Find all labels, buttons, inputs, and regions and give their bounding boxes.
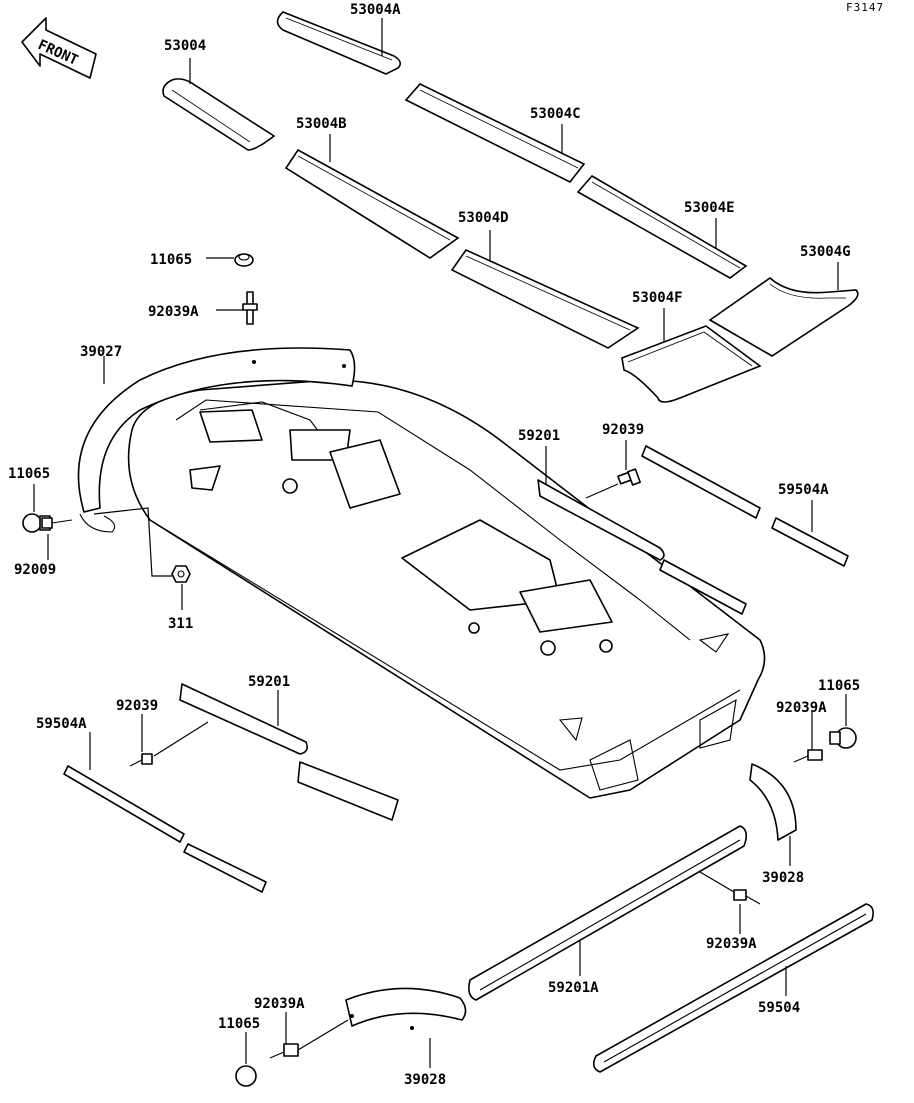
callout-59201A: 59201A <box>548 980 599 996</box>
callout-311: 311 <box>168 616 193 632</box>
callout-11065-left: 11065 <box>8 466 50 482</box>
callout-92039-left: 92039 <box>116 698 158 714</box>
rivet-92039-right <box>617 468 641 486</box>
rail-59201-right <box>537 479 747 615</box>
rail-59201-left <box>179 683 399 821</box>
mat-53004F <box>621 325 762 403</box>
rail-59504A-right <box>641 445 849 567</box>
leader-lines <box>33 18 847 1068</box>
rivet-92039A-mid <box>733 889 761 905</box>
callout-53004: 53004 <box>164 38 206 54</box>
mat-53004C <box>404 83 586 184</box>
callout-59504: 59504 <box>758 1000 800 1016</box>
callout-39028-right: 39028 <box>762 870 804 886</box>
rail-59201A <box>468 825 748 1001</box>
callout-53004E: 53004E <box>684 200 735 216</box>
cap-11065-right <box>829 727 857 749</box>
callout-11065-right: 11065 <box>818 678 860 694</box>
mat-53004E <box>576 174 748 279</box>
bumper-39028-bottom <box>345 987 467 1030</box>
callout-59504A-left: 59504A <box>36 716 87 732</box>
callout-11065-bottom: 11065 <box>218 1016 260 1032</box>
hull <box>127 379 766 799</box>
front-arrow-icon: FRONT <box>21 17 97 79</box>
callout-53004B: 53004B <box>296 116 347 132</box>
callout-53004F: 53004F <box>632 290 683 306</box>
mat-53004A <box>276 11 402 75</box>
callout-92039A-right: 92039A <box>776 700 827 716</box>
cap-11065-bottom <box>235 1065 257 1087</box>
callout-39027: 39027 <box>80 344 122 360</box>
callout-59504A-right: 59504A <box>778 482 829 498</box>
callout-53004C: 53004C <box>530 106 581 122</box>
rivet-92039A-right <box>793 749 823 763</box>
mat-53004 <box>162 78 276 151</box>
figure-code: F3147 <box>846 1 884 14</box>
callout-53004A: 53004A <box>350 2 401 18</box>
bumper-39027 <box>77 347 356 533</box>
nut-311 <box>171 565 191 583</box>
callout-92009: 92009 <box>14 562 56 578</box>
rail-59504A-left <box>63 765 267 893</box>
mat-53004D <box>450 248 640 349</box>
cap-11065-top <box>234 253 254 267</box>
callout-39028-bottom: 39028 <box>404 1072 446 1088</box>
callout-59201-left: 59201 <box>248 674 290 690</box>
callout-11065-top: 11065 <box>150 252 192 268</box>
callout-92039A-bottom: 92039A <box>254 996 305 1012</box>
callout-53004D: 53004D <box>458 210 509 226</box>
callout-92039A-mid: 92039A <box>706 936 757 952</box>
callout-92039A-top: 92039A <box>148 304 199 320</box>
mat-53004G <box>708 276 859 357</box>
callout-92039-right: 92039 <box>602 422 644 438</box>
rail-59504 <box>592 903 874 1073</box>
callout-53004G: 53004G <box>800 244 851 260</box>
rivet-92039A-top <box>242 291 258 325</box>
mat-53004B <box>284 148 460 259</box>
rivet-92039A-bottom <box>269 1043 299 1059</box>
callout-59201-right: 59201 <box>518 428 560 444</box>
rivet-92039-left <box>129 753 153 767</box>
bumper-39028-right <box>749 763 797 841</box>
bolt-92009 <box>41 517 73 529</box>
